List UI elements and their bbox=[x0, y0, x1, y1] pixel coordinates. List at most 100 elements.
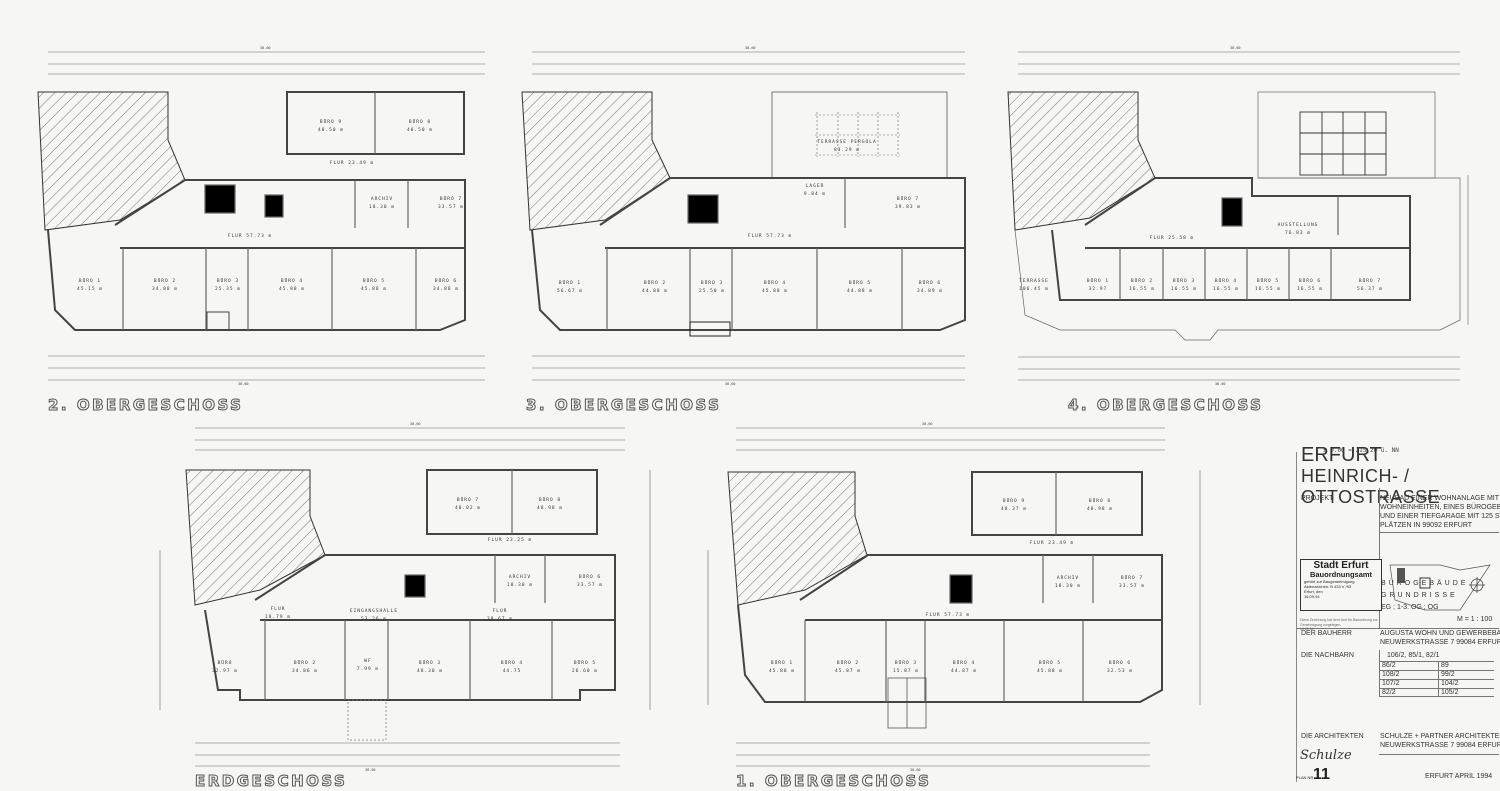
scale: M = 1 : 100 bbox=[1457, 616, 1493, 623]
projekt-line: NEUBAU EINER WOHNANLAGE MIT 65 bbox=[1380, 495, 1500, 502]
project-street: HEINRICH- / OTTOSTRASSE bbox=[1301, 466, 1441, 507]
projekt-line: PLÄTZEN IN 99092 ERFURT bbox=[1380, 522, 1473, 529]
projekt-label: PROJEKT bbox=[1301, 495, 1334, 502]
architekten-line: NEUWERKSTRASSE 7 99084 ERFURT bbox=[1380, 742, 1500, 749]
nachbarn-header: 106/2, 85/1, 82/1 bbox=[1387, 652, 1440, 659]
room-label: FLUR 23.49 m bbox=[1029, 541, 1075, 546]
divider bbox=[1379, 488, 1380, 628]
project-city: ERFURT bbox=[1301, 444, 1382, 466]
elevation-note: ± 0.00 = 215,20 ü. NN bbox=[1323, 447, 1399, 454]
floorplan-drawing bbox=[707, 427, 1201, 767]
plan-number-label: PLAN NR. bbox=[1296, 775, 1315, 780]
nachbar-cell: 104/2 bbox=[1441, 680, 1459, 687]
drawing-title-line: BÜROGEBÄUDE bbox=[1381, 580, 1469, 587]
overall-dimension: 38.60 bbox=[725, 382, 736, 386]
overall-dimension: 38.60 bbox=[365, 768, 376, 772]
divider bbox=[1379, 688, 1494, 689]
divider bbox=[1379, 696, 1494, 697]
overall-dimension: 38.60 bbox=[260, 46, 271, 50]
architekten-label: DIE ARCHITEKTEN bbox=[1301, 733, 1364, 740]
overall-dimension: 38.60 bbox=[910, 768, 921, 772]
floorplan-drawing bbox=[521, 51, 966, 381]
overall-dimension: 38.60 bbox=[238, 382, 249, 386]
drawing-title-line: GRUNDRISSE bbox=[1381, 592, 1458, 599]
divider bbox=[1379, 650, 1380, 696]
floorplan-drawing bbox=[1007, 51, 1469, 381]
divider bbox=[1379, 679, 1494, 680]
room-label: FLUR 23.25 m bbox=[487, 538, 533, 543]
room-label: FLUR 57.73 m bbox=[227, 234, 273, 239]
overall-dimension: 38.60 bbox=[410, 422, 421, 426]
projekt-line: UND EINER TIEFGARAGE MIT 125 STELL- bbox=[1380, 513, 1500, 520]
floor-title: 3. OBERGESCHOSS bbox=[525, 396, 722, 415]
floorplan-drawing bbox=[159, 427, 651, 767]
nachbar-cell: 82/2 bbox=[1382, 689, 1396, 696]
room-label: FLUR 57.73 m bbox=[925, 613, 971, 618]
projekt-line: WOHNEINHEITEN, EINES BÜROGEBÄUDES bbox=[1380, 504, 1500, 511]
overall-dimension: 38.60 bbox=[745, 46, 756, 50]
title-block: ERFURT HEINRICH- / OTTOSTRASSE PROJEKT N… bbox=[1296, 444, 1500, 782]
bauherr-line: AUGUSTA WOHN UND GEWERBEBAU GMBH bbox=[1380, 630, 1500, 637]
nachbar-cell: 89 bbox=[1441, 662, 1449, 669]
nachbar-cell: 108/2 bbox=[1382, 671, 1400, 678]
nachbar-cell: 105/2 bbox=[1441, 689, 1459, 696]
overall-dimension: 38.60 bbox=[1215, 382, 1226, 386]
bauherr-line: NEUWERKSTRASSE 7 99084 ERFURT bbox=[1380, 639, 1500, 646]
nachbar-cell: 107/2 bbox=[1382, 680, 1400, 687]
overall-dimension: 38.60 bbox=[922, 422, 933, 426]
divider bbox=[1379, 661, 1494, 662]
plan-number: 11 bbox=[1313, 766, 1330, 783]
divider bbox=[1297, 628, 1499, 629]
divider bbox=[1379, 670, 1494, 671]
floor-title: 4. OBERGESCHOSS bbox=[1067, 396, 1264, 415]
floor-title: 2. OBERGESCHOSS bbox=[47, 396, 244, 415]
architect-signature: Schulze bbox=[1300, 748, 1352, 763]
nachbarn-label: DIE NACHBARN bbox=[1301, 652, 1354, 659]
drawing-title-line: EG ; 1-3. OG ; OG bbox=[1381, 604, 1439, 611]
